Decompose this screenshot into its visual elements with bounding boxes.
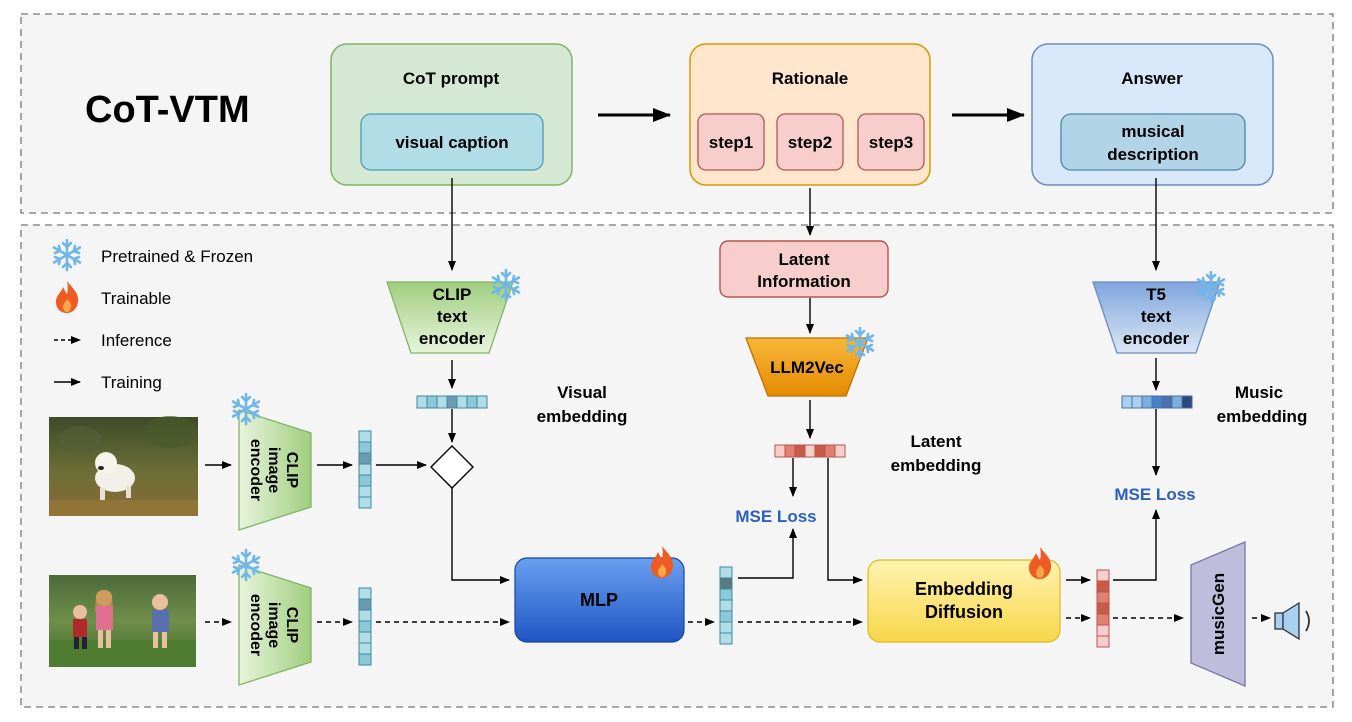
clip-image-2-line2: image [265,602,282,648]
training-arrows [205,178,1160,584]
image-embedding-vector-2 [358,587,372,666]
t5-text-encoder: T5 text encoder [1092,270,1226,354]
visual-embedding-line1: Visual [557,383,607,402]
mlp-label: MLP [580,590,618,610]
dog-photo [49,416,198,516]
musicgen-label: musicGen [1209,573,1228,655]
children-photo [49,575,196,667]
legend-training: Training [101,373,162,392]
rationale-title: Rationale [772,69,849,88]
visual-caption-label: visual caption [395,133,508,152]
cot-prompt-title: CoT prompt [403,69,500,88]
t5-line2: text [1141,307,1172,326]
latent-information-box: Latent Information [719,240,889,298]
clip-image-encoder-2: CLIP image encoder [231,548,312,686]
mlp-block: MLP [514,546,685,643]
music-embedding-line2: embedding [1217,407,1308,426]
music-embedding-vector [1121,395,1193,409]
clip-text-line1: CLIP [433,285,472,304]
speaker-icon [1274,601,1310,641]
diffusion-line1: Embedding [915,579,1013,599]
step2-label: step2 [788,133,832,152]
mse-loss-music: MSE Loss [1114,485,1195,504]
clip-image-encoder-1: CLIP image encoder [231,392,312,531]
description-label: description [1107,145,1199,164]
clip-text-line3: encoder [419,329,486,348]
t5-line3: encoder [1123,329,1190,348]
diffusion-line2: Diffusion [925,602,1003,622]
llm2vec-label: LLM2Vec [770,358,844,377]
diffusion-output-vector [1096,569,1110,648]
llm2vec-encoder: LLM2Vec [745,326,875,397]
rationale-box: Rationale step1 step2 step3 [689,43,931,186]
legend: Pretrained & Frozen Trainable Inference … [52,238,253,392]
answer-box: Answer musical description [1031,43,1274,186]
legend-inference: Inference [101,331,172,350]
clip-image-2-line1: CLIP [283,607,300,644]
latent-embedding-vector [774,444,846,458]
visual-embedding-line2: embedding [537,407,628,426]
latent-embedding-line1: Latent [911,432,962,451]
clip-image-1-line2: image [265,447,282,493]
mlp-output-vector [719,566,733,645]
musical-label: musical [1121,122,1184,141]
clip-text-encoder: CLIP text encoder [386,268,521,354]
cot-prompt-box: CoT prompt visual caption [330,43,573,186]
inference-arrows [205,614,1271,626]
clip-image-2-line3: encoder [247,594,264,656]
diagram-title: CoT-VTM [85,89,250,131]
legend-frozen: Pretrained & Frozen [101,247,253,266]
legend-trainable: Trainable [101,289,171,308]
clip-text-line2: text [437,307,468,326]
clip-image-1-line3: encoder [247,439,264,501]
latent-info-line1: Latent [779,250,830,269]
latent-info-line2: Information [757,272,851,291]
image-embedding-vector-1 [358,430,372,509]
music-embedding-line1: Music [1235,383,1283,402]
mse-loss-latent: MSE Loss [735,507,816,526]
t5-line1: T5 [1146,285,1166,304]
latent-embedding-line2: embedding [891,456,982,475]
musicgen-block: musicGen [1190,541,1246,687]
visual-embedding-vector [416,395,488,409]
answer-title: Answer [1121,69,1183,88]
embedding-diffusion-block: Embedding Diffusion [867,547,1061,643]
step3-label: step3 [869,133,913,152]
step1-label: step1 [709,133,753,152]
clip-image-1-line1: CLIP [283,452,300,489]
